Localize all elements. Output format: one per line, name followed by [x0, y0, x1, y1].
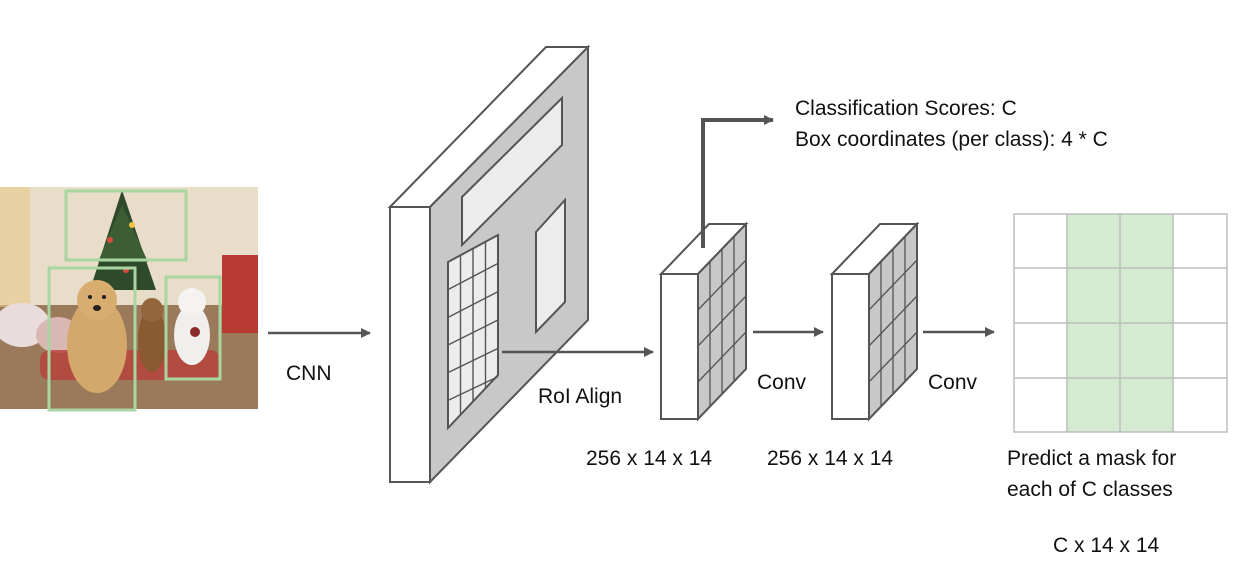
detection-box-tree	[64, 189, 188, 262]
mask-grid	[1013, 213, 1228, 433]
conv-label-2: Conv	[928, 371, 978, 394]
arrow-classification-branch	[701, 115, 774, 248]
proposal-region-tall	[535, 197, 566, 335]
proposal-region-wide	[461, 95, 563, 248]
conv-label-1: Conv	[757, 371, 807, 394]
roi-grid	[447, 233, 499, 431]
predict-mask-label-line1: Predict a mask for	[1007, 447, 1177, 470]
roi-feature-size-label: 256 x 14 x 14	[586, 447, 713, 470]
box-coordinates-label: Box coordinates (per class): 4 * C	[795, 128, 1108, 151]
roi-feature-cube	[658, 221, 749, 422]
detection-box-dog	[47, 266, 137, 412]
roi-align-label: RoI Align	[538, 385, 623, 408]
cnn-label: CNN	[286, 362, 332, 385]
classification-scores-label: Classification Scores: C	[795, 97, 1017, 120]
mask-size-label: C x 14 x 14	[1053, 534, 1160, 557]
detection-box-cat	[164, 275, 222, 381]
input-photo	[0, 187, 258, 409]
conv-feature-cube	[829, 221, 920, 422]
conv-feature-size-label: 256 x 14 x 14	[767, 447, 894, 470]
predict-mask-label-line2: each of C classes	[1007, 478, 1173, 501]
